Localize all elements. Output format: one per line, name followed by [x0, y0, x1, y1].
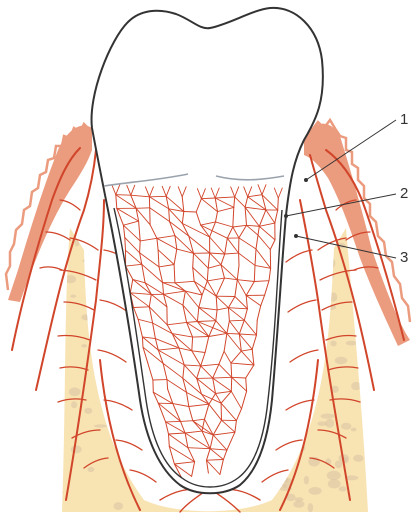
bone-trabecula	[293, 501, 304, 508]
bone-trabecula	[283, 378, 290, 386]
bone-trabecula	[294, 346, 300, 354]
bone-trabecula	[81, 314, 91, 320]
blood-vessel	[98, 350, 126, 362]
blood-vessel	[46, 232, 70, 240]
bone-trabecula	[79, 228, 89, 233]
blood-vessel	[254, 265, 255, 281]
blood-vessel	[166, 421, 181, 422]
bone-trabecula	[273, 437, 283, 441]
bone-trabecula	[84, 408, 92, 414]
blood-vessel	[116, 440, 142, 450]
bone-trabecula	[283, 373, 293, 381]
bone-trabecula	[237, 499, 244, 502]
bone-trabecula	[131, 472, 143, 477]
blood-vessel	[193, 337, 209, 338]
bone-trabecula	[120, 419, 126, 425]
bone-trabecula	[353, 311, 367, 314]
bone-trabecula	[330, 292, 338, 301]
callout-label-3: 3	[400, 249, 408, 266]
bone-trabecula	[83, 259, 88, 262]
bone-trabecula	[81, 344, 87, 348]
bone-trabecula	[321, 414, 335, 419]
bone-trabecula	[57, 490, 64, 494]
bone-trabecula	[309, 487, 322, 495]
bone-trabecula	[255, 488, 259, 497]
blood-vessel	[276, 440, 302, 450]
bone-trabecula	[95, 365, 99, 374]
bone-trabecula	[295, 279, 307, 287]
blood-vessel	[40, 267, 62, 270]
bone-trabecula	[119, 434, 126, 439]
bone-trabecula	[289, 381, 300, 388]
bone-trabecula	[339, 486, 347, 491]
bone-trabecula	[114, 502, 124, 510]
bone-trabecula	[282, 323, 293, 329]
bone-trabecula	[303, 257, 316, 264]
bone-trabecula	[353, 455, 364, 462]
blood-vessel	[130, 470, 156, 482]
bone-trabecula	[88, 467, 95, 472]
blood-vessel	[227, 333, 239, 334]
callout-dot-1	[304, 178, 308, 182]
bone-trabecula	[284, 367, 295, 372]
bone-trabecula	[335, 460, 342, 468]
bone-trabecula	[249, 476, 262, 480]
bone-trabecula	[351, 428, 357, 432]
bone-trabecula	[70, 295, 76, 298]
bone-trabecula	[351, 382, 361, 390]
blood-vessel	[125, 238, 126, 251]
bone-trabecula	[245, 498, 251, 502]
bone-trabecula	[329, 258, 336, 267]
bone-trabecula	[272, 484, 278, 488]
bone-trabecula	[304, 476, 309, 485]
bone-trabecula	[335, 357, 348, 364]
blood-vessel	[136, 208, 150, 209]
blood-vessel	[288, 300, 316, 312]
bone-trabecula	[346, 341, 357, 346]
bone-trabecula	[330, 341, 336, 347]
callout-label-2: 2	[400, 185, 408, 202]
callout-dot-3	[294, 234, 298, 238]
bone-trabecula	[86, 313, 99, 322]
tooth	[92, 8, 323, 493]
bone-trabecula	[281, 382, 287, 389]
bone-trabecula	[94, 424, 107, 427]
blood-vessel	[167, 380, 168, 390]
blood-vessel	[116, 195, 131, 196]
bone-trabecula	[261, 491, 270, 495]
blood-vessel	[290, 350, 318, 362]
blood-vessel	[184, 212, 196, 213]
bone-trabecula	[307, 275, 312, 283]
bone-trabecula	[273, 436, 287, 445]
bone-trabecula	[341, 423, 351, 430]
bone-trabecula	[69, 387, 81, 396]
blood-vessel	[231, 363, 232, 377]
bone-trabecula	[306, 297, 319, 300]
blood-vessel	[142, 337, 143, 347]
bone-trabecula	[71, 401, 77, 408]
bone-trabecula	[65, 275, 77, 283]
bone-trabecula	[308, 503, 314, 512]
bone-trabecula	[104, 242, 113, 248]
callout-label-1: 1	[400, 111, 408, 128]
bone-trabecula	[71, 445, 82, 453]
bone-trabecula	[364, 291, 374, 295]
blood-vessel	[286, 400, 314, 410]
blood-vessel	[149, 196, 166, 197]
bone-trabecula	[100, 320, 109, 325]
bone-trabecula	[328, 479, 341, 488]
blood-vessel	[140, 241, 141, 253]
blood-vessel	[262, 470, 288, 482]
blood-vessel	[104, 400, 132, 410]
bone-trabecula	[317, 421, 327, 426]
blood-vessel	[278, 198, 279, 210]
blood-vessel	[257, 320, 258, 335]
bone-trabecula	[289, 263, 296, 271]
callout-dot-2	[284, 214, 288, 218]
blood-vessel	[286, 250, 312, 262]
bone-trabecula	[327, 471, 341, 481]
bone-trabecula	[309, 295, 317, 303]
